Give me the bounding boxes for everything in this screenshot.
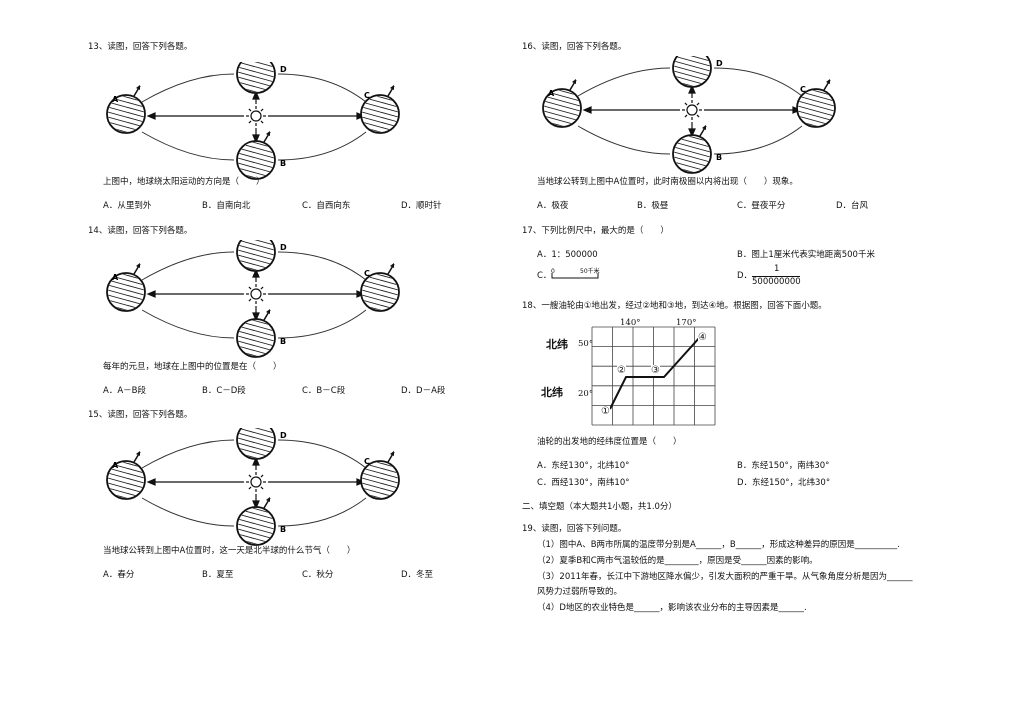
q17-fraction-numerator: 1 <box>774 264 780 274</box>
q16-option-b[interactable]: B．极昼 <box>637 201 669 211</box>
earth-position-d <box>672 56 712 88</box>
orbit-label-a: A <box>112 461 119 470</box>
q14-option-b[interactable]: B．C－D段 <box>202 386 246 396</box>
earth-position-c <box>796 79 836 128</box>
q17-option-c[interactable]: C． <box>537 271 552 281</box>
q16-option-d[interactable]: D．台风 <box>836 201 869 211</box>
sun-icon <box>246 472 266 492</box>
q13-option-d[interactable]: D．顺时针 <box>401 201 442 211</box>
orbit-label-a: A <box>112 95 119 104</box>
q19-line-3: （3）2011年春，长江中下游地区降水偏少，引发大面积的严重干旱。从气象角度分析… <box>537 572 913 582</box>
earth-position-a <box>542 79 582 128</box>
orbit-label-b: B <box>716 153 722 162</box>
q13-option-a[interactable]: A．从里到外 <box>103 201 152 211</box>
q15-option-c[interactable]: C．秋分 <box>302 570 334 580</box>
direction-arrows <box>146 90 366 144</box>
q17-fraction-denominator: 500000000 <box>752 277 801 287</box>
q18-lon-140: 140° <box>620 318 641 328</box>
q18-point-1: ① <box>601 406 610 417</box>
orbit-label-c: C <box>364 269 370 278</box>
sun-icon <box>246 284 266 304</box>
q17-fraction-bar <box>752 276 800 277</box>
orbit-path <box>141 251 367 339</box>
orbit-path <box>141 439 367 527</box>
q17-option-a[interactable]: A．1：500000 <box>537 250 598 260</box>
q19-title: 19、读图，回答下列问题。 <box>522 524 627 534</box>
earth-position-b <box>672 125 712 174</box>
q15-option-d[interactable]: D．冬至 <box>401 570 434 580</box>
q13-stem: 上图中，地球绕太阳运动的方向是（ ） <box>103 177 265 187</box>
orbit-label-d: D <box>716 59 723 68</box>
q18-point-2: ② <box>617 365 626 376</box>
q17-option-b[interactable]: B．图上1厘米代表实地距离500千米 <box>737 250 875 260</box>
q18-option-d[interactable]: D．东经150°，北纬30° <box>737 478 831 488</box>
q16-option-a[interactable]: A．极夜 <box>537 201 569 211</box>
q13-title: 13、读图，回答下列各题。 <box>88 42 193 52</box>
earth-position-a <box>106 263 146 312</box>
earth-position-a <box>106 451 146 500</box>
q15-option-b[interactable]: B．夏至 <box>202 570 234 580</box>
q15-option-a[interactable]: A．春分 <box>103 570 135 580</box>
orbit-label-a: A <box>548 89 555 98</box>
q17-scale-label: 50千米 <box>580 268 600 275</box>
section-2-title: 二、填空题（本大题共1小题，共1.0分） <box>522 502 677 512</box>
q17-scale-bar <box>551 273 599 279</box>
q19-line-3b: 风势力过弱所导致的。 <box>537 587 623 597</box>
q18-route-line <box>609 336 701 410</box>
orbit-label-c: C <box>800 85 806 94</box>
q17-option-d[interactable]: D． <box>737 271 753 281</box>
sun-icon <box>246 106 266 126</box>
orbit-label-c: C <box>364 457 370 466</box>
direction-arrows <box>146 268 366 322</box>
earth-position-a <box>106 85 146 134</box>
q18-lat-label-top: 北纬 <box>546 338 568 351</box>
orbit-label-c: C <box>364 91 370 100</box>
earth-position-c <box>360 263 400 312</box>
q18-point-3: ③ <box>651 365 660 376</box>
orbit-label-a: A <box>112 273 119 282</box>
q14-option-d[interactable]: D．D－A段 <box>401 386 446 396</box>
earth-position-d <box>236 240 276 272</box>
q18-option-b[interactable]: B．东经150°，南纬30° <box>737 461 830 471</box>
q18-point-4: ④ <box>698 332 707 343</box>
q16-title: 16、读图，回答下列各题。 <box>522 42 627 52</box>
orbit-label-b: B <box>280 337 286 346</box>
q16-stem: 当地球公转到上图中A位置时，此时南极圈以内将出现（ ）现象。 <box>537 177 798 187</box>
q18-option-c[interactable]: C．西经130°，南纬10° <box>537 478 630 488</box>
q18-option-a[interactable]: A．东经130°，北纬10° <box>537 461 630 471</box>
q14-option-c[interactable]: C．B－C段 <box>302 386 346 396</box>
orbit-label-d: D <box>280 65 287 74</box>
earth-position-d <box>236 428 276 460</box>
orbit-path <box>577 67 803 155</box>
q18-lat-50: 50° <box>578 339 594 349</box>
sun-icon <box>682 100 702 120</box>
q19-line-2: （2）夏季B和C两市气温较低的是________，原因是受______因素的影响… <box>537 556 818 566</box>
orbit-label-d: D <box>280 243 287 252</box>
q14-option-a[interactable]: A．A－B段 <box>103 386 146 396</box>
orbit-label-b: B <box>280 159 286 168</box>
q18-title: 18、一艘油轮由①地出发，经过②地和③地，到达④地。根据图，回答下面小题。 <box>522 301 827 311</box>
q18-route-grid <box>591 326 716 426</box>
q19-line-1: （1）图中A、B两市所属的温度带分别是A______，B______，形成这种差… <box>537 540 900 550</box>
q13-option-b[interactable]: B．自南向北 <box>202 201 251 211</box>
q18-lon-170: 170° <box>676 318 697 328</box>
q14-stem: 每年的元旦，地球在上图中的位置是在（ ） <box>103 362 282 372</box>
q13-option-c[interactable]: C．自西向东 <box>302 201 351 211</box>
q15-stem: 当地球公转到上图中A位置时，这一天是北半球的什么节气（ ） <box>103 546 356 556</box>
q15-title: 15、读图，回答下列各题。 <box>88 410 193 420</box>
q14-title: 14、读图，回答下列各题。 <box>88 226 193 236</box>
q17-title: 17、下列比例尺中，最大的是（ ） <box>522 226 669 236</box>
q18-stem: 油轮的出发地的经纬度位置是（ ） <box>537 437 682 447</box>
q18-lat-20: 20° <box>578 389 594 399</box>
q19-line-4: （4）D地区的农业特色是______，影响该农业分布的主导因素是______. <box>537 603 807 613</box>
q17-scale-zero: 0 <box>551 268 555 275</box>
orbit-label-d: D <box>280 431 287 440</box>
q18-lat-label-bottom: 北纬 <box>541 386 563 399</box>
orbit-label-b: B <box>280 525 286 534</box>
orbit-path <box>141 73 367 161</box>
q16-option-c[interactable]: C．昼夜平分 <box>737 201 786 211</box>
earth-position-d <box>236 62 276 94</box>
earth-position-b <box>236 131 276 180</box>
